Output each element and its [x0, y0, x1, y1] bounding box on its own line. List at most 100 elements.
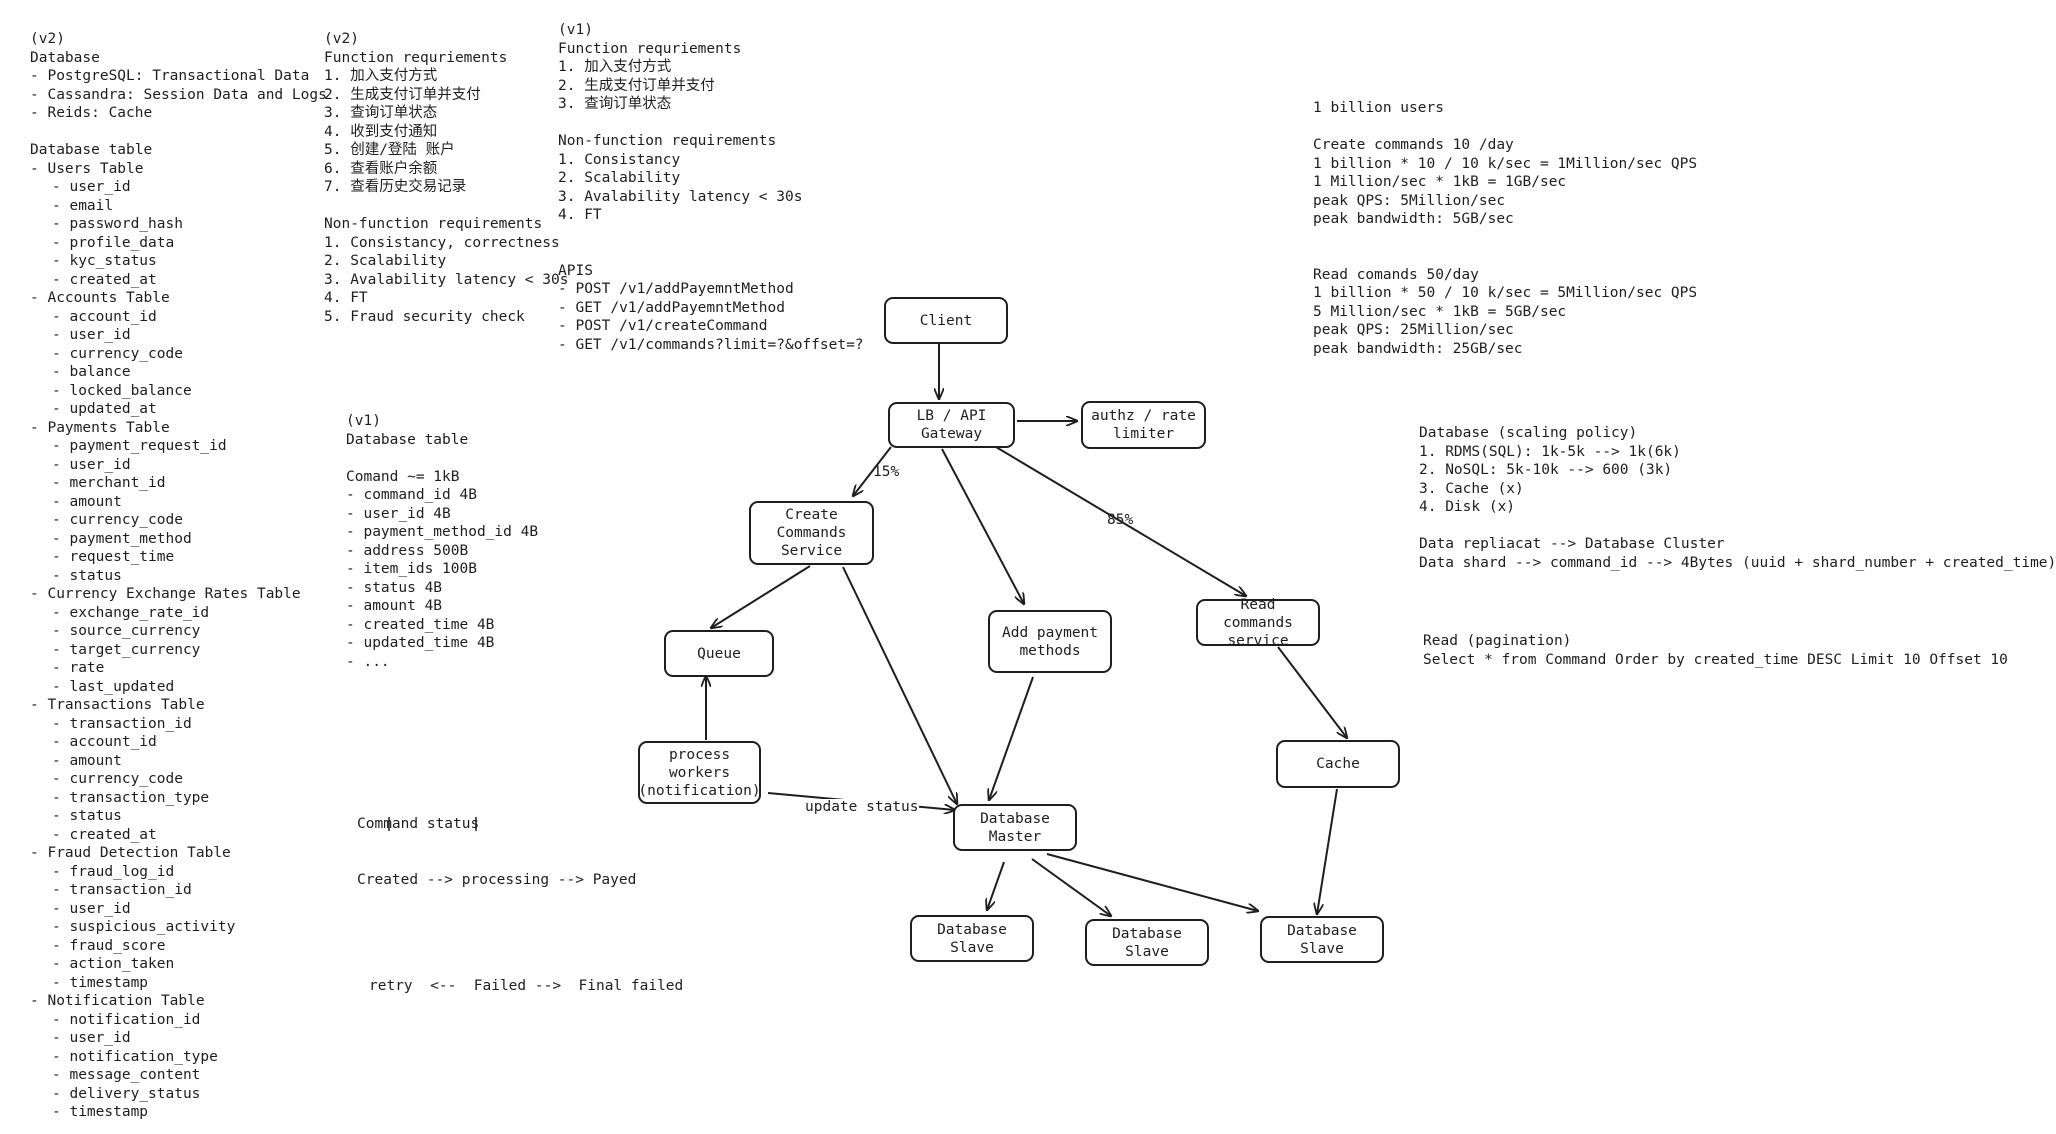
db-v2-line: - account_id [52, 734, 157, 750]
req-v2-line: Function requriements [324, 49, 508, 66]
estimates-line: 1 billion * 10 / 10 k/sec = 1Million/sec… [1313, 155, 1698, 172]
db-v2-line: - delivery_status [52, 1085, 201, 1102]
database-slave-node-2[interactable]: Database Slave [1085, 919, 1209, 966]
req-v1-line: 3. 查询订单状态 [558, 96, 672, 112]
scaling-line: 3. Cache (x) [1419, 480, 1524, 497]
process-workers-node[interactable]: process workers (notification) [638, 741, 761, 804]
db-v2-line: - last_updated [52, 678, 175, 695]
db-v2-line: - message_content [52, 1067, 201, 1083]
db-v2-line: - Notification Table [30, 993, 205, 1009]
db-v2-line: - notification_id [52, 1011, 201, 1028]
api-gateway-node[interactable]: LB / API Gateway [888, 402, 1015, 448]
req-v2-line: 2. 生成支付订单并支付 [324, 86, 481, 103]
db-v2-line: - created_at [52, 271, 157, 288]
estimates-line: 5 Million/sec * 1kB = 5GB/sec [1313, 303, 1567, 320]
capacity-estimates-notes: 1 billion users​Create commands 10 /day1… [1313, 99, 1697, 358]
db-v2-line: Database table [30, 142, 153, 158]
db-v1-line: - payment_method_id 4B [346, 524, 539, 540]
queue-node-label: Queue [697, 645, 741, 662]
db-v2-line: - status [52, 567, 122, 584]
db-v2-line: - user_id [52, 179, 131, 195]
db-v2-line: - Users Table [30, 160, 144, 177]
req-v2-line: 3. Avalability latency < 30s [324, 271, 569, 288]
read-commands-service-node[interactable]: Read commands service [1196, 597, 1320, 649]
requirements-v2-notes: (v2) Function requriements 1. 加入支付方式 2. 生成支… [324, 30, 568, 326]
arrow-add-payment-to-db-master [989, 676, 1034, 800]
arrow-master-to-slave-2 [1031, 858, 1111, 916]
db-v2-line: - request_time [52, 549, 175, 565]
db-v2-line: - fraud_log_id [52, 863, 175, 880]
db-v2-line: - amount [52, 752, 122, 769]
read-commands-service-node-label: Read commands service [1223, 596, 1293, 649]
db-v2-line: - PostgreSQL: Transactional Data [30, 68, 310, 84]
req-v2-line: 1. Consistancy, correctness [324, 234, 560, 251]
db-v2-line: - Transactions Table [30, 697, 205, 713]
add-payment-methods-node[interactable]: Add payment methods [988, 610, 1112, 673]
queue-node[interactable]: Queue [664, 630, 774, 677]
db-v1-line: - amount 4B [346, 598, 443, 614]
db-v2-line: - notification_type [52, 1048, 218, 1065]
db-v2-line: - user_id [52, 1030, 131, 1046]
req-v2-line: Non-function requirements [324, 216, 543, 232]
command-status-flow: Created --> processing --> Payed [357, 871, 637, 888]
req-v1-line: (v1) [558, 22, 593, 38]
database-slave-3-label: Database Slave [1287, 922, 1357, 957]
db-v2-line: - payment_method [52, 530, 192, 547]
arrow-master-to-slave-1 [987, 861, 1005, 910]
arrow-gateway-to-read [995, 446, 1246, 596]
cache-node[interactable]: Cache [1276, 740, 1400, 788]
pagination-line: Read (pagination) [1423, 633, 1572, 649]
arrow-read-to-cache [1277, 646, 1347, 738]
db-v2-line: - email [52, 197, 114, 214]
req-v1-line: Function requriements [558, 40, 742, 57]
database-slave-node-1[interactable]: Database Slave [910, 915, 1034, 962]
req-v1-line: - GET /v1/addPayemntMethod [558, 299, 785, 316]
estimates-line: 1 billion * 50 / 10 k/sec = 5Million/sec… [1313, 285, 1698, 301]
db-v1-line: Database table [346, 431, 469, 448]
update-status-label: update status [805, 799, 919, 815]
db-v2-line: - balance [52, 364, 131, 380]
scaling-line: 2. NoSQL: 5k-10k --> 600 (3k) [1419, 462, 1673, 478]
command-status-title: Command status [357, 816, 480, 832]
db-v1-line: - address 500B [346, 542, 469, 559]
db-v2-line: (v2) [30, 31, 65, 47]
database-slave-2-label: Database Slave [1112, 925, 1182, 960]
db-v2-line: - transaction_type [52, 789, 210, 806]
req-v1-line: 1. 加入支付方式 [558, 59, 672, 75]
scaling-line: Data shard --> command_id --> 4Bytes (uu… [1419, 554, 2056, 571]
req-v2-line: (v2) [324, 31, 359, 47]
req-v2-line: 4. 收到支付通知 [324, 123, 438, 140]
db-v2-line: - password_hash [52, 216, 183, 232]
create-traffic-percent: 15% [873, 464, 900, 480]
database-master-node[interactable]: Database Master [953, 804, 1077, 851]
db-v2-line: - source_currency [52, 623, 201, 639]
database-master-node-label: Database Master [980, 810, 1050, 845]
scaling-line: Database (scaling policy) [1419, 425, 1638, 441]
client-node[interactable]: Client [884, 297, 1008, 344]
command-status-notes: Command status Created --> processing --… [357, 778, 683, 1014]
create-commands-service-node[interactable]: Create Commands Service [749, 501, 874, 565]
db-v2-line: - Reids: Cache [30, 105, 153, 121]
db-v2-line: - locked_balance [52, 382, 192, 399]
req-v2-line: 2. Scalability [324, 253, 447, 269]
db-v2-line: - user_id [52, 456, 131, 473]
req-v1-line: - POST /v1/addPayemntMethod [558, 281, 794, 297]
db-v2-line: - fraud_score [52, 937, 166, 954]
db-v2-line: - transaction_id [52, 715, 192, 732]
add-payment-methods-node-label: Add payment methods [1001, 624, 1099, 659]
estimates-line: peak bandwidth: 5GB/sec [1313, 211, 1514, 227]
db-v2-line: - exchange_rate_id [52, 604, 210, 621]
db-v2-line: - created_at [52, 826, 157, 843]
estimates-line: 1 Million/sec * 1kB = 1GB/sec [1313, 174, 1567, 190]
req-v1-line: - GET /v1/commands?limit=?&offset=? [558, 336, 864, 353]
create-commands-service-node-label: Create Commands Service [776, 507, 847, 559]
scaling-policy-notes: Database (scaling policy)1. RDMS(SQL): 1… [1419, 424, 2056, 572]
req-v2-line: 1. 加入支付方式 [324, 68, 438, 84]
arrow-gateway-to-create [853, 446, 892, 496]
scaling-line: Data repliacat --> Database Cluster [1419, 536, 1725, 552]
db-v1-line: - command_id 4B [346, 487, 477, 503]
authz-rate-limiter-node[interactable]: authz / rate limiter [1081, 401, 1206, 449]
req-v1-line: - POST /v1/createCommand [558, 318, 768, 334]
db-v2-line: - currency_code [52, 771, 183, 787]
database-slave-node-3[interactable]: Database Slave [1260, 916, 1384, 963]
